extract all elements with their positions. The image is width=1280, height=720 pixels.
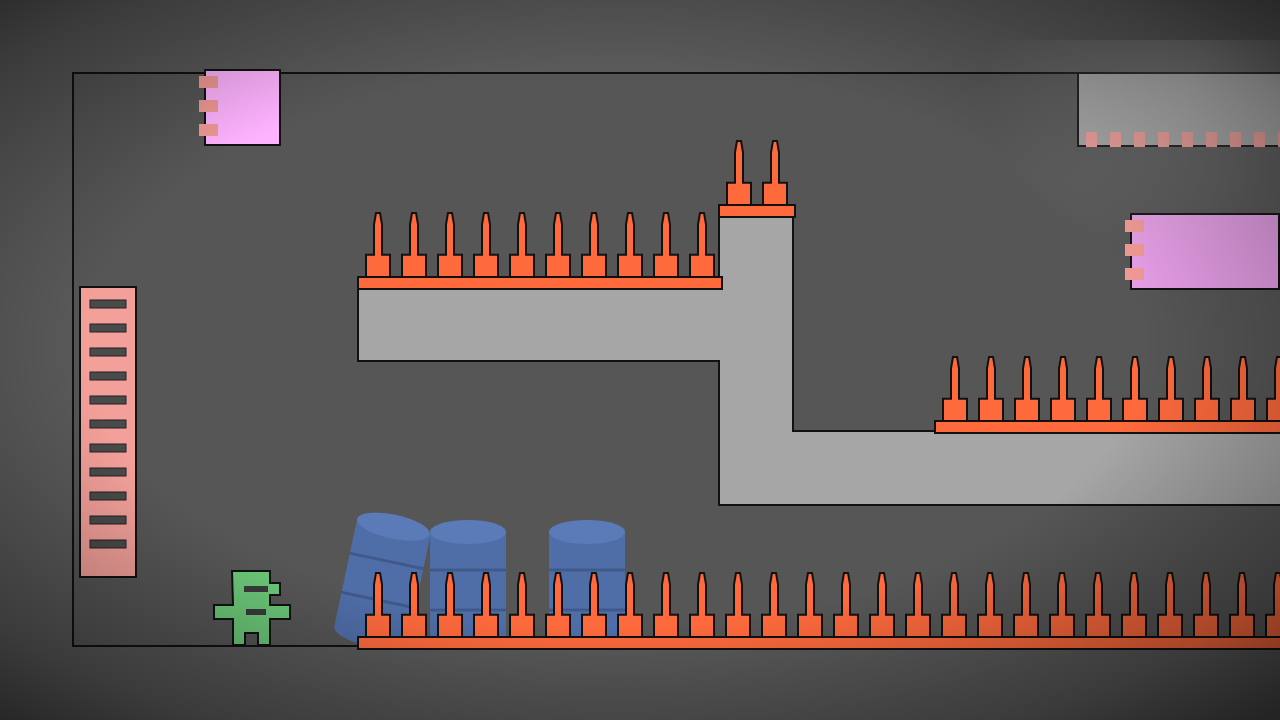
- ladder-rung: [89, 515, 127, 525]
- ladder-rung: [89, 467, 127, 477]
- exit-marker: [1230, 132, 1241, 147]
- ladder-rung: [89, 395, 127, 405]
- spike-base: [357, 636, 1280, 650]
- ladder-rung: [89, 539, 127, 549]
- spike-base: [934, 420, 1280, 434]
- exit-block-icon: [1077, 72, 1280, 147]
- ladder-rung: [89, 299, 127, 309]
- spike-base: [357, 276, 723, 290]
- exit-marker: [1158, 132, 1169, 147]
- exit-marker: [1254, 132, 1265, 147]
- exit-marker: [1134, 132, 1145, 147]
- ladder-rung: [89, 347, 127, 357]
- pink-block-icon: [1125, 213, 1280, 290]
- exit-marker: [1110, 132, 1121, 147]
- exit-marker: [1086, 132, 1097, 147]
- ladder-rung: [89, 323, 127, 333]
- exit-marker: [1182, 132, 1193, 147]
- pink-block-icon: [199, 69, 281, 146]
- ladder-rung: [89, 419, 127, 429]
- ladder-rung: [89, 371, 127, 381]
- ladder-rung: [89, 491, 127, 501]
- spike-base: [718, 204, 796, 218]
- ladder-rung: [89, 443, 127, 453]
- ladder-icon[interactable]: [79, 286, 137, 578]
- exit-marker: [1206, 132, 1217, 147]
